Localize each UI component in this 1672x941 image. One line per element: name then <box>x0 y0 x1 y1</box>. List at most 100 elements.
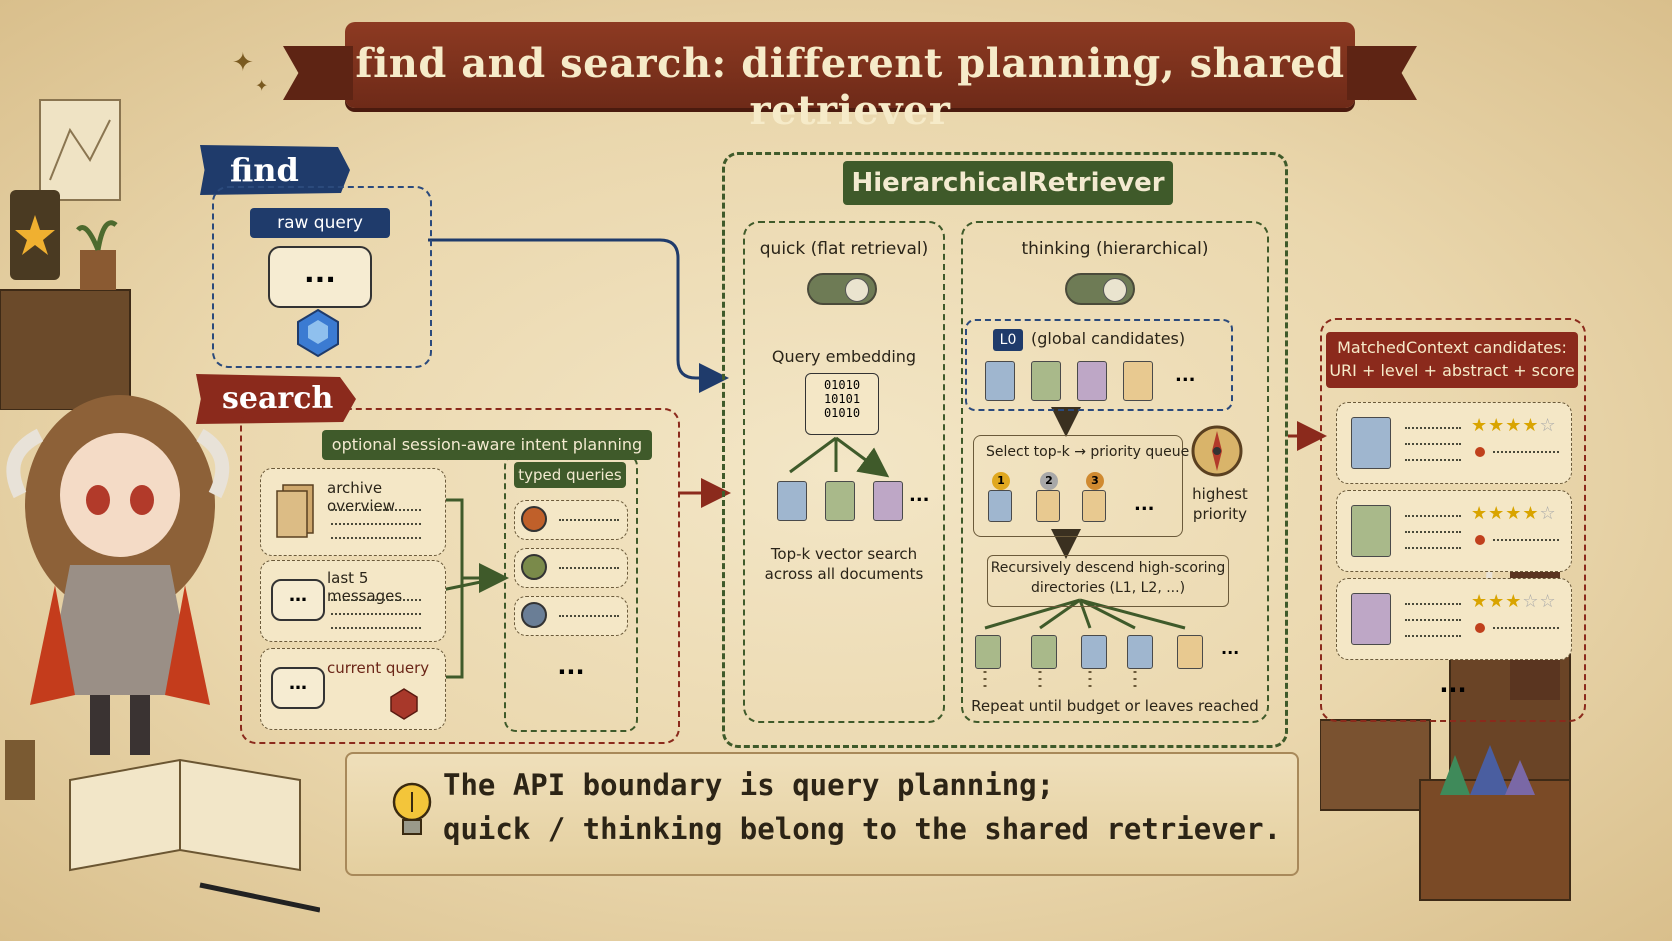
retriever-title: HierarchicalRetriever <box>843 161 1173 205</box>
summary-scroll: The API boundary is query planning; quic… <box>345 752 1299 876</box>
document-icon <box>1127 635 1153 669</box>
find-to-retriever-arrow <box>428 238 729 393</box>
sparkle-left-icon: ✦ <box>232 48 254 78</box>
quick-mode-panel: quick (flat retrieval) Query embedding 0… <box>743 221 945 723</box>
input-card-messages: … last 5 messages <box>260 560 446 642</box>
matched-context-panel: MatchedContext candidates: URI + level +… <box>1320 318 1586 722</box>
score-stars: ★★★☆☆ <box>1471 591 1557 612</box>
drawer-cabinet-icon <box>0 289 131 410</box>
speech-bubble-icon: … <box>271 579 325 621</box>
typed-queries-more: ... <box>557 652 585 680</box>
document-icon <box>873 481 903 521</box>
pen-icon <box>199 882 320 913</box>
leaves-more: ... <box>1221 639 1240 658</box>
binary-row: 10101 <box>823 392 861 406</box>
crystal-box-icon <box>1419 779 1571 901</box>
raw-query-bubble: ... <box>268 246 372 308</box>
result-card: ★★★☆☆ <box>1336 578 1572 660</box>
stacked-papers-icon <box>276 484 314 538</box>
page-title: find and search: different planning, sha… <box>355 40 1345 134</box>
hierarchical-retriever-panel: HierarchicalRetriever quick (flat retrie… <box>722 152 1288 748</box>
status-dot <box>1475 623 1485 633</box>
typed-queries-label: typed queries <box>514 462 626 488</box>
matched-header: MatchedContext candidates: URI + level +… <box>1326 332 1578 388</box>
document-icon <box>1031 635 1057 669</box>
typed-query-row <box>514 596 628 636</box>
document-icon <box>1123 361 1153 401</box>
l0-candidates-box: L0 (global candidates) ... <box>965 319 1233 411</box>
typed-query-row <box>514 500 628 540</box>
descend-line2: directories (L1, L2, ...) <box>1030 580 1186 596</box>
matched-header-line2: URI + level + abstract + score <box>1329 361 1575 380</box>
score-stars: ★★★★☆ <box>1471 415 1557 436</box>
lightbulb-icon <box>392 782 432 835</box>
priority-queue-box: Select top-k → priority queue 1 2 3 ... <box>973 435 1189 537</box>
status-dot <box>1475 535 1485 545</box>
matched-more: ... <box>1439 670 1467 698</box>
document-icon <box>988 490 1012 522</box>
lantern-star-icon <box>15 215 55 255</box>
open-book-illustration <box>5 740 320 913</box>
document-icon <box>1177 635 1203 669</box>
quick-mode-toggle[interactable] <box>807 273 877 305</box>
summary-line2: quick / thinking belong to the shared re… <box>443 812 1282 846</box>
select-topk-label: Select top-k → priority queue <box>986 444 1190 460</box>
typed-queries-panel: typed queries ... <box>504 454 638 732</box>
embedding-fanout-arrows <box>789 436 882 472</box>
blue-gem-icon <box>297 308 339 358</box>
ink-stamp-icon <box>5 740 35 800</box>
quick-caption-line2: across all documents <box>764 565 924 583</box>
document-icon <box>975 635 1001 669</box>
document-icon <box>1351 417 1391 469</box>
speech-bubble-icon: … <box>271 667 325 709</box>
raw-query-label: raw query <box>250 208 390 238</box>
descend-box: Recursively descend high-scoring directo… <box>987 555 1229 607</box>
rank-badge: 1 <box>992 472 1010 490</box>
document-icon <box>777 481 807 521</box>
document-icon <box>985 361 1015 401</box>
binary-row: 01010 <box>823 406 861 420</box>
repeat-label: Repeat until budget or leaves reached <box>971 697 1259 715</box>
priority-label-line1: highest <box>1192 485 1248 503</box>
sparkle-left-small-icon: ✦ <box>255 76 269 95</box>
book-icon <box>521 602 547 628</box>
input-label-current: current query <box>327 659 430 677</box>
document-icon <box>1351 505 1391 557</box>
score-stars: ★★★★☆ <box>1471 503 1557 524</box>
l0-label: (global candidates) <box>1031 329 1186 348</box>
quick-mode-label: quick (flat retrieval) <box>759 239 929 259</box>
right-horn-icon <box>196 428 230 499</box>
document-icon <box>1036 490 1060 522</box>
document-icon <box>1077 361 1107 401</box>
input-card-archive: archive overview <box>260 468 446 556</box>
status-dot <box>1475 447 1485 457</box>
character-illustration <box>6 395 230 755</box>
chest-icon <box>1320 719 1431 811</box>
intent-planning-label: optional session-aware intent planning <box>322 430 652 460</box>
thinking-mode-toggle[interactable] <box>1065 273 1135 305</box>
embedding-vector-box: 01010 10101 01010 <box>805 373 879 435</box>
descend-fanout-arrows <box>984 598 1186 630</box>
document-icon <box>1082 490 1106 522</box>
typed-query-row <box>514 548 628 588</box>
plant-pot-icon <box>80 250 116 290</box>
quick-caption-line1: Top-k vector search <box>770 545 918 563</box>
title-banner: find and search: different planning, sha… <box>345 22 1355 134</box>
l0-more: ... <box>1175 365 1196 386</box>
character-face-icon <box>60 433 180 557</box>
search-tag: search <box>196 374 356 424</box>
thinking-mode-panel: thinking (hierarchical) L0 (global candi… <box>961 221 1269 723</box>
result-card: ★★★★☆ <box>1336 490 1572 572</box>
l0-badge: L0 <box>993 329 1023 351</box>
red-gem-icon <box>390 688 418 720</box>
search-panel: optional session-aware intent planning a… <box>240 408 680 744</box>
matched-header-line1: MatchedContext candidates: <box>1337 338 1567 357</box>
compass-icon <box>1191 425 1243 477</box>
rank-badge: 3 <box>1086 472 1104 490</box>
find-panel: raw query ... <box>212 186 432 368</box>
lantern-shelf-illustration <box>0 99 131 410</box>
query-embedding-label: Query embedding <box>771 347 917 366</box>
document-icon <box>1081 635 1107 669</box>
document-icon <box>1031 361 1061 401</box>
